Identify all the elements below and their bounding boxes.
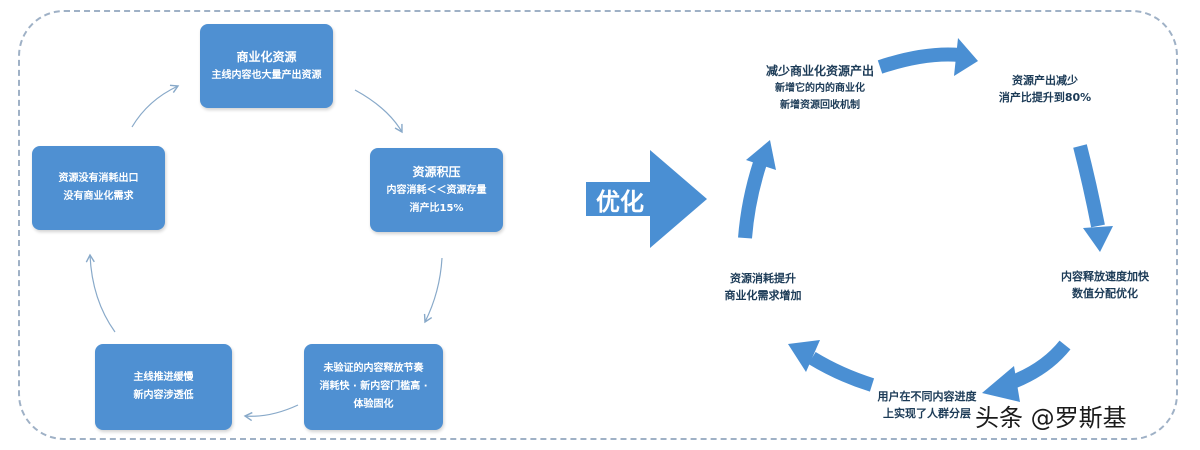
box-no-consumption-outlet-line1: 资源没有消耗出口	[58, 173, 139, 184]
cycle-arrow-bottom-left	[808, 352, 875, 392]
label-consumption-up-line1: 资源消耗提升	[730, 272, 796, 285]
box-commercial-resources-title: 商业化资源	[236, 50, 297, 64]
cycle-arrow-left	[738, 160, 767, 239]
label-output-decrease: 资源产出减少 消产比提升到80%	[980, 72, 1110, 106]
label-reduce-output-line1: 减少商业化资源产出	[765, 64, 874, 78]
box-no-consumption-outlet-line2: 没有商业化需求	[63, 191, 134, 202]
cycle-arrow-bottom	[1007, 340, 1071, 390]
watermark: 头条 @罗斯基	[975, 404, 1127, 432]
dashed-frame	[18, 10, 1178, 440]
box-resource-backlog: 资源积压 内容消耗＜＜资源存量 消产比15%	[370, 148, 503, 232]
box-mainline-slow: 主线推进缓慢 新内容涉透低	[95, 344, 232, 430]
label-user-layering-line1: 用户在不同内容进度	[877, 390, 977, 403]
box-resource-backlog-ratio: 消产比15%	[409, 203, 464, 214]
optimize-arrow	[586, 150, 707, 248]
box-resource-backlog-desc: 内容消耗＜＜资源存量	[386, 185, 487, 196]
label-user-layering-line2: 上实现了人群分层	[883, 407, 971, 420]
arrow-right-to-bottom-right	[423, 257, 443, 324]
box-commercial-resources: 商业化资源 主线内容也大量产出资源	[200, 24, 333, 108]
cycle-arrow-bottom-head	[982, 366, 1020, 402]
label-release-faster: 内容释放速度加快 数值分配优化	[1040, 268, 1170, 302]
box-mainline-slow-line1: 主线推进缓慢	[133, 372, 194, 383]
box-unverified-release-line1: 未验证的内容释放节奏	[323, 363, 424, 374]
label-user-layering: 用户在不同内容进度 上实现了人群分层	[862, 388, 992, 422]
label-release-faster-line2: 数值分配优化	[1072, 287, 1138, 300]
arrow-top-to-right	[354, 89, 403, 134]
cycle-arrow-right	[1073, 144, 1105, 228]
cycle-arrow-right-head	[1083, 226, 1113, 252]
label-output-decrease-line1: 资源产出减少	[1012, 74, 1078, 87]
box-unverified-release-line3: 体验固化	[353, 399, 394, 410]
box-unverified-release-line2: 消耗快 · 新内容门槛高 ·	[319, 381, 428, 392]
arrow-bottom-right-to-bottom-left	[243, 404, 299, 422]
cycle-arrow-top	[877, 47, 961, 74]
optimize-label: 优化	[596, 188, 644, 216]
label-reduce-output-line2: 新增它的内的商业化	[775, 83, 865, 94]
cycle-arrow-top-head	[954, 38, 978, 76]
box-mainline-slow-line2: 新内容涉透低	[133, 390, 194, 401]
box-resource-backlog-title: 资源积压	[412, 165, 461, 179]
label-output-decrease-line2: 消产比提升到80%	[998, 91, 1092, 104]
label-consumption-up-line2: 商业化需求增加	[724, 289, 802, 302]
box-unverified-release: 未验证的内容释放节奏 消耗快 · 新内容门槛高 · 体验固化	[304, 344, 443, 430]
label-reduce-output-line3: 新增资源回收机制	[780, 100, 860, 111]
box-commercial-resources-desc: 主线内容也大量产出资源	[211, 70, 322, 81]
box-no-consumption-outlet: 资源没有消耗出口 没有商业化需求	[32, 146, 165, 230]
arrow-left-to-top	[131, 84, 180, 128]
label-reduce-output: 减少商业化资源产出 新增它的内的商业化 新增资源回收机制	[750, 63, 890, 114]
cycle-arrow-left-head	[746, 140, 776, 170]
cycle-arrow-bottom-left-head	[788, 340, 820, 372]
label-consumption-up: 资源消耗提升 商业化需求增加	[698, 270, 828, 304]
label-release-faster-line1: 内容释放速度加快	[1061, 270, 1149, 283]
arrow-bottom-left-to-left	[85, 253, 116, 333]
